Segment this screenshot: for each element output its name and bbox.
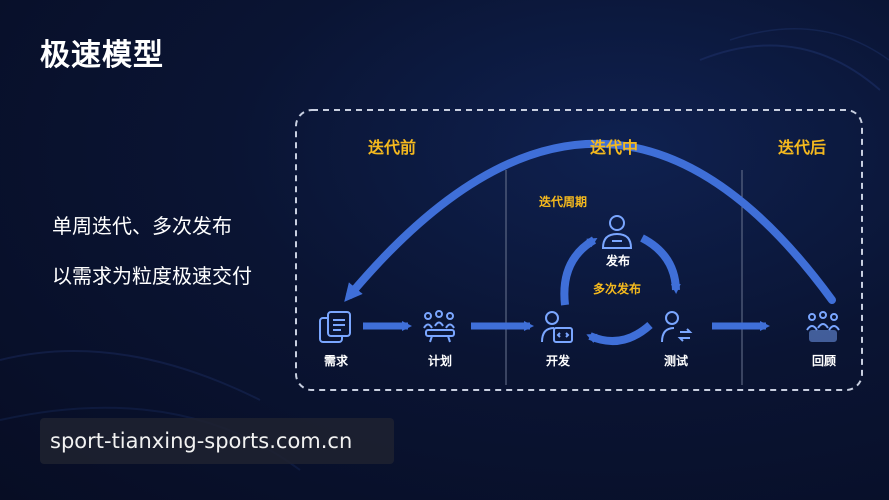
- cycle-arrow-test-to-dev: [586, 321, 653, 345]
- engineer-icon: [601, 215, 633, 249]
- node-label-develop: 开发: [545, 354, 570, 368]
- phase-after-iteration: 迭代后: [778, 138, 827, 157]
- developer-code-icon: [541, 311, 573, 343]
- group-icon: [806, 311, 840, 342]
- bullet-weekly-iteration: 单周迭代、多次发布: [52, 214, 232, 238]
- bullet-fast-delivery: 以需求为粒度极速交付: [52, 264, 252, 288]
- tester-icon: [661, 311, 693, 343]
- cycle-arrow-release-to-test: [640, 234, 681, 294]
- team-meeting-icon: [423, 310, 455, 343]
- multi-release-label: 多次发布: [593, 282, 642, 296]
- phase-during-iteration: 迭代中: [590, 138, 639, 157]
- node-label-requirement: 需求: [323, 354, 348, 368]
- page-title: 极速模型: [40, 38, 164, 73]
- node-label-plan: 计划: [427, 354, 452, 368]
- node-label-review: 回顾: [811, 354, 836, 368]
- dashed-frame: [295, 109, 863, 391]
- document-icon: [319, 311, 351, 343]
- big-arc-arrow: [344, 139, 836, 304]
- cycle-arrow-dev-to-release: [560, 236, 598, 306]
- node-label-release: 发布: [605, 254, 630, 268]
- node-label-test: 测试: [663, 354, 688, 368]
- watermark-url: sport-tianxing-sports.com.cn: [40, 418, 394, 464]
- phase-before-iteration: 迭代前: [368, 138, 417, 157]
- iteration-cycle-label: 迭代周期: [539, 195, 588, 209]
